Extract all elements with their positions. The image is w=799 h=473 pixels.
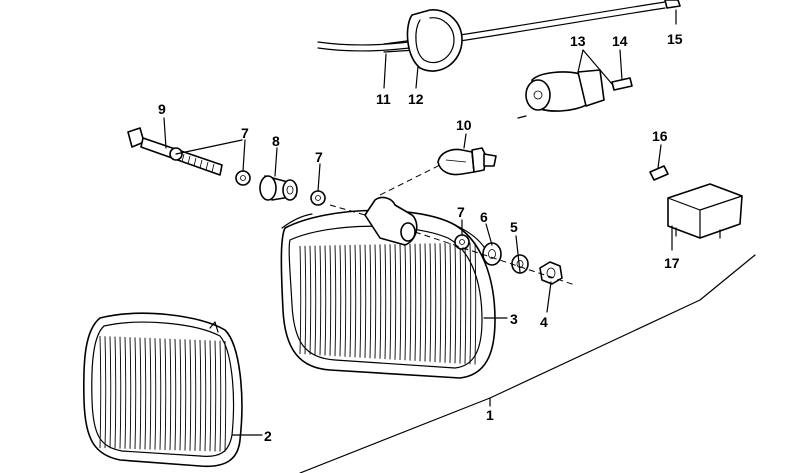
lens-rib — [359, 244, 362, 358]
lens-front-part-2[interactable] — [83, 312, 243, 468]
callout-7: 7 — [315, 149, 323, 165]
lens-rib — [374, 244, 377, 359]
callout-5: 5 — [510, 219, 518, 235]
lens-rib — [409, 243, 412, 361]
nut-part-4[interactable] — [539, 261, 563, 285]
lock-washer-part-7b[interactable] — [310, 190, 326, 206]
lens-rib — [114, 336, 117, 449]
callout-4: 4 — [540, 314, 548, 330]
lens-rib — [139, 337, 142, 450]
assembly-leader-1 — [299, 254, 756, 473]
lens-rib — [299, 245, 302, 355]
lens-rib — [439, 243, 442, 363]
small-bulb-part-14[interactable] — [611, 77, 633, 91]
lens-rib — [434, 243, 437, 363]
lens-rib — [379, 244, 382, 359]
callout-3: 3 — [510, 311, 518, 327]
lens-rib — [309, 245, 312, 355]
leader-lines — [163, 9, 677, 436]
callout-10: 10 — [456, 117, 472, 133]
lens-rib — [219, 340, 222, 452]
lens-rib — [99, 335, 102, 449]
lens-rib — [214, 340, 217, 452]
lens-rib — [209, 340, 212, 452]
connector-part-15[interactable] — [664, 0, 681, 9]
callout-7: 7 — [457, 204, 465, 220]
fuse-part-16[interactable] — [649, 165, 669, 181]
lens-rib — [469, 242, 472, 365]
bulb-socket-part-13[interactable] — [517, 69, 605, 119]
lens-rib — [149, 337, 152, 450]
lens-rib — [204, 340, 207, 452]
callout-8: 8 — [272, 133, 280, 149]
callout-6: 6 — [480, 209, 488, 225]
lens-rib — [194, 339, 197, 451]
callout-2: 2 — [264, 428, 272, 444]
lens-rib — [174, 338, 177, 451]
lens-rib — [334, 245, 337, 357]
spacer-part-8[interactable] — [259, 175, 298, 201]
lens-rib — [364, 244, 367, 358]
lens-rib — [424, 243, 427, 362]
callout-13: 13 — [570, 33, 586, 49]
lens-rib — [119, 336, 122, 449]
relay-part-17[interactable] — [667, 183, 743, 239]
lens-rib — [474, 242, 477, 365]
lens-rib — [464, 242, 467, 364]
lens-rib — [419, 243, 422, 362]
housing-part-3[interactable] — [280, 196, 496, 379]
callout-15: 15 — [667, 31, 683, 47]
callout-7: 7 — [241, 125, 249, 141]
lens-rib — [329, 245, 332, 356]
callout-14: 14 — [612, 33, 628, 49]
lens-rib — [444, 243, 447, 363]
lens-rib — [304, 245, 307, 355]
lens-rib — [164, 338, 167, 450]
lens-rib — [394, 244, 397, 360]
lens-rib — [449, 242, 452, 364]
callout-17: 17 — [664, 255, 680, 271]
lens-rib — [344, 245, 347, 357]
callout-labels: 1 2 3 4 5 6 7 7 7 8 9 10 11 12 13 14 15 … — [158, 31, 683, 444]
lock-washer-part-7c[interactable] — [454, 234, 470, 250]
bulb-part-10[interactable] — [437, 147, 497, 176]
lens-rib — [159, 338, 162, 450]
lens-rib — [354, 244, 357, 358]
lens-rib — [369, 244, 372, 359]
callout-1: 1 — [486, 407, 494, 423]
lens-rib — [399, 243, 402, 361]
lens-rib — [389, 244, 392, 360]
lens-rib — [349, 244, 352, 358]
lens-rib — [319, 245, 322, 356]
lens-rib — [109, 336, 112, 449]
callout-11: 11 — [376, 91, 391, 107]
lens-rib — [124, 336, 127, 449]
lens-rib — [429, 243, 432, 362]
lens-rib — [154, 338, 157, 450]
lens-rib — [189, 339, 192, 451]
lens-rib — [224, 340, 227, 452]
lens-rib — [169, 338, 172, 451]
callout-12: 12 — [408, 91, 424, 107]
lens-rib — [314, 245, 317, 355]
lens-rib — [129, 337, 132, 449]
lens-rib — [339, 245, 342, 357]
lens-rib — [324, 245, 327, 356]
lens-rib — [199, 339, 202, 452]
lens-rib — [144, 337, 147, 450]
lens-rib — [454, 242, 457, 364]
lens-rib — [179, 339, 182, 451]
lens-rib — [184, 339, 187, 451]
lens-rib — [404, 243, 407, 361]
callout-16: 16 — [652, 128, 668, 144]
lens-rib — [104, 336, 107, 449]
lens-rib — [414, 243, 417, 361]
washer-part-6[interactable] — [482, 242, 502, 266]
cable-clamp-part-12[interactable] — [406, 9, 463, 72]
lens-rib — [384, 244, 387, 360]
lens-rib — [459, 242, 462, 364]
lens-rib — [134, 337, 137, 450]
callout-9: 9 — [158, 101, 166, 117]
